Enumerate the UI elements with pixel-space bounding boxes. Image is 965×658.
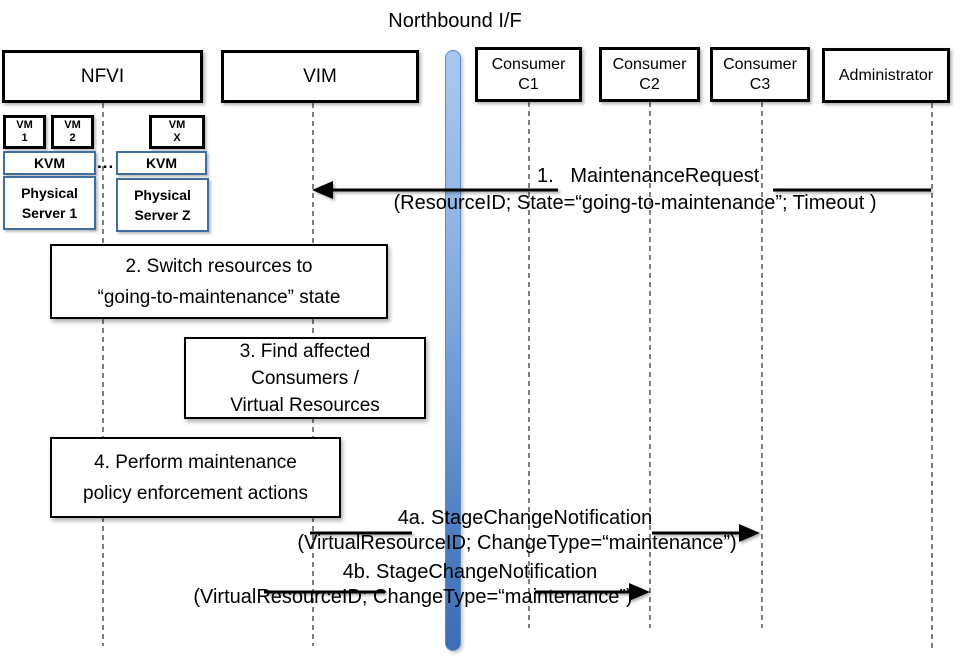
actor-box-consumer-c1: Consumer C1 [475, 47, 582, 102]
physical-server-1-box: Physical Server 1 [3, 176, 96, 230]
message-1-params: (ResourceID; State=“going-to-maintenance… [393, 192, 877, 214]
physical-server-z-box: Physical Server Z [116, 178, 209, 232]
vm-2-line2: 2 [69, 132, 76, 144]
message-1-arrowhead [312, 181, 333, 199]
step-box-2: 2. Switch resources to “going-to-mainten… [50, 244, 388, 319]
message-4a-label: 4a. StageChangeNotification [397, 507, 653, 529]
step3-line3: Virtual Resources [230, 394, 380, 416]
actor-label-nfvi: NFVI [80, 65, 125, 87]
message-4a-params: (VirtualResourceID; ChangeType=“maintena… [297, 532, 737, 554]
vm-1-label: VM 1 [16, 119, 33, 144]
consumer-c2-line1: Consumer [612, 55, 687, 73]
vm-box-2: VM 2 [51, 115, 94, 149]
consumer-c3-line2: C3 [749, 75, 771, 93]
kvm-box-1: KVM [3, 151, 96, 175]
actor-box-consumer-c3: Consumer C3 [710, 47, 810, 102]
diagram-title: Northbound I/F [388, 10, 522, 32]
actor-label-consumer-c2: Consumer C2 [613, 55, 687, 95]
consumer-c3-line1: Consumer [723, 55, 797, 73]
consumer-c1-line1: Consumer [491, 55, 566, 73]
actor-box-administrator: Administrator [822, 48, 950, 103]
physical-server-z-line2: Server Z [134, 207, 191, 223]
physical-server-1-label: Physical Server 1 [21, 183, 78, 224]
vm-x-line1: VM [168, 119, 186, 132]
step-box-3: 3. Find affected Consumers / Virtual Res… [184, 337, 426, 419]
kvm-box-2: KVM [116, 151, 207, 175]
vm-x-label: VM X [169, 119, 186, 144]
vm-x-line2: X [173, 132, 181, 144]
physical-server-1-line1: Physical [21, 184, 78, 201]
actor-box-nfvi: NFVI [2, 50, 203, 103]
step-box-4: 4. Perform maintenance policy enforcemen… [50, 437, 341, 518]
actor-label-vim: VIM [303, 65, 337, 87]
actor-label-consumer-c3: Consumer C3 [723, 55, 797, 95]
ellipsis-dots: ... [97, 153, 115, 172]
vm-box-1: VM 1 [3, 115, 46, 149]
physical-server-z-label: Physical Server Z [134, 185, 191, 226]
physical-server-1-line2: Server 1 [21, 205, 78, 221]
message-4b-label: 4b. StageChangeNotification [342, 561, 598, 583]
step3-line1: 3. Find affected [239, 340, 371, 362]
step3-line2: Consumers / [251, 367, 359, 389]
step4-line1: 4. Perform maintenance [94, 451, 297, 473]
actor-label-consumer-c1: Consumer C1 [492, 55, 566, 95]
message-4b-params: (VirtualResourceID; ChangeType=“maintena… [193, 586, 633, 608]
step2-line1: 2. Switch resources to [125, 255, 313, 277]
consumer-c2-line2: C2 [639, 75, 660, 93]
kvm-2-label: KVM [145, 155, 178, 171]
actor-box-vim: VIM [221, 50, 419, 103]
kvm-1-label: KVM [33, 155, 66, 171]
actor-label-administrator: Administrator [838, 66, 934, 84]
consumer-c1-line2: C1 [518, 75, 539, 93]
vm-2-line1: VM [64, 119, 81, 132]
physical-server-z-line1: Physical [134, 186, 191, 203]
message-1-label: 1. MaintenanceRequest [537, 165, 760, 187]
vm-2-label: VM 2 [64, 119, 81, 144]
vm-1-line2: 1 [21, 132, 28, 144]
step2-line2: “going-to-maintenance” state [97, 286, 341, 308]
actor-box-consumer-c2: Consumer C2 [599, 47, 700, 102]
northbound-interface-bar [445, 50, 461, 651]
vm-1-line1: VM [16, 119, 33, 132]
step4-line2: policy enforcement actions [83, 482, 308, 504]
vm-box-x: VM X [149, 115, 205, 149]
